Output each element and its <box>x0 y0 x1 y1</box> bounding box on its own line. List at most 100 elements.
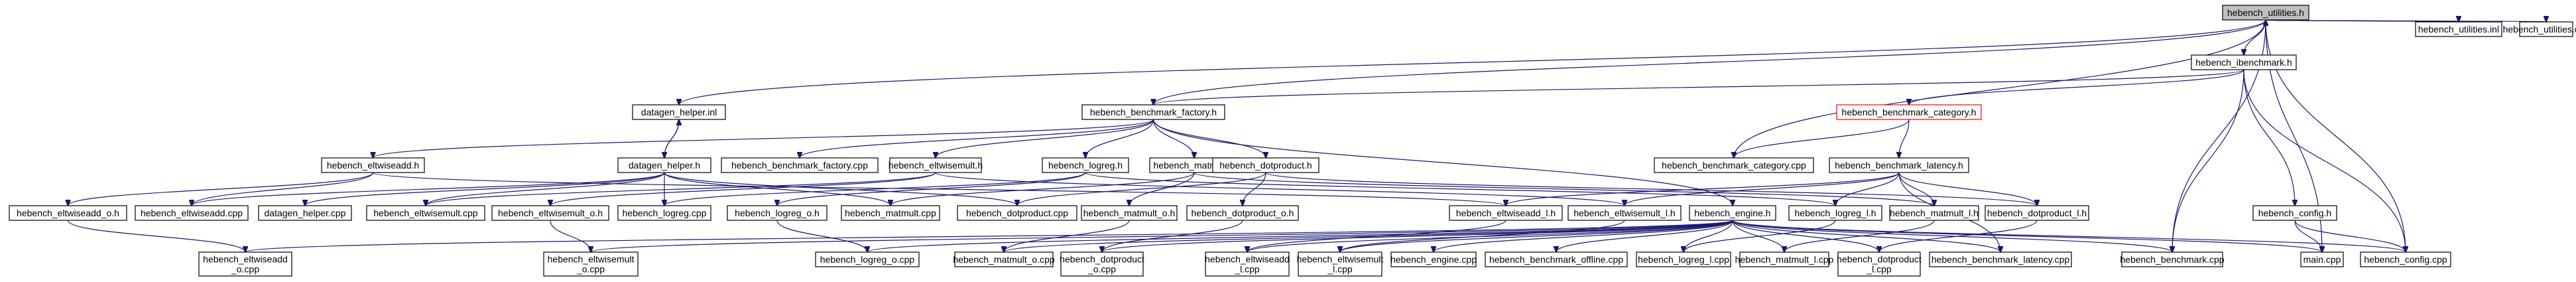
edge-latency_h-to-dotproduct_l_h <box>1898 172 2037 206</box>
node-datagen-cpp[interactable]: datagen_helper.cpp <box>258 205 352 221</box>
edge-eltwisemult_h-to-eltwisemult_cpp <box>426 172 936 206</box>
node-label: hebench_logreg_o.h <box>735 208 820 218</box>
node-label: hebench_dotproduct_o.h <box>1192 208 1294 218</box>
node-engine-cpp[interactable]: hebench_engine.cpp <box>1390 251 1477 267</box>
node-box <box>954 251 1054 267</box>
node-matmult-l-h[interactable]: hebench_matmult_l.h <box>1889 205 1979 221</box>
node-label: hebench_benchmark_category.cpp <box>1662 160 1806 171</box>
edge-factory_h-to-eltwiseadd_h <box>373 119 1154 158</box>
node-box <box>1212 157 1319 173</box>
node-eltwisemult-h[interactable]: hebench_eltwisemult.h <box>889 157 983 173</box>
node-box <box>135 205 249 221</box>
edge-factory_h-to-factory_cpp <box>800 119 1154 158</box>
node-label: hebench_utilities.cpp <box>2503 24 2576 35</box>
node-eltwiseadd-o-h[interactable]: hebench_eltwiseadd_o.h <box>9 205 127 221</box>
node-dotproduct-o-h[interactable]: hebench_dotproduct_o.h <box>1186 205 1299 221</box>
node-matmult-o-h[interactable]: hebench_matmult_o.h <box>1081 205 1178 221</box>
node-utilities-inl[interactable]: hebench_utilities.inl <box>2415 21 2502 37</box>
node-datagen-h[interactable]: datagen_helper.h <box>617 157 711 173</box>
node-eltwisemult-o-h[interactable]: hebench_eltwisemult_o.h <box>491 205 609 221</box>
node-label: hebench_benchmark_factory.cpp <box>731 160 868 171</box>
node-label: hebench_eltwisemult <box>1297 254 1384 265</box>
node-eltwisemult-l-h[interactable]: hebench_eltwisemult_l.h <box>1567 205 1682 221</box>
node-utilities-h[interactable]: hebench_utilities.h <box>2222 5 2309 21</box>
node-box <box>1205 251 1290 277</box>
node-label: hebench_dotproduct.h <box>1219 160 1312 171</box>
node-matmult-o-cpp[interactable]: hebench_matmult_o.cpp <box>953 251 1055 267</box>
node-utilities-cpp[interactable]: hebench_utilities.cpp <box>2503 21 2576 37</box>
node-ibenchmark-h[interactable]: hebench_ibenchmark.h <box>2191 54 2297 70</box>
node-eltwiseadd-o-cpp[interactable]: hebench_eltwiseadd_o.cpp <box>198 251 292 277</box>
edge-engine_h-to-eltwisemult_o_cpp <box>591 220 1733 252</box>
node-label: hebench_dotproduct <box>1837 254 1922 265</box>
edge-ibenchmark_h-to-category_h <box>1909 69 2244 105</box>
node-category-cpp[interactable]: hebench_benchmark_category.cpp <box>1654 157 1814 173</box>
node-dotproduct-o-cpp[interactable]: hebench_dotproduct_o.cpp <box>1060 251 1144 277</box>
node-box <box>258 205 352 221</box>
node-label: hebench_config.cpp <box>2364 254 2447 265</box>
edge-engine_h-to-eltwiseadd_o_cpp <box>245 220 1733 252</box>
node-eltwisemult-l-cpp[interactable]: hebench_eltwisemult_l.cpp <box>1297 251 1384 277</box>
node-matmult-l-cpp[interactable]: hebench_matmult_l.cpp <box>1735 251 1834 267</box>
node-label: hebench_eltwiseadd_o.h <box>17 208 119 218</box>
edge-datagen_h-to-datagen_inl <box>664 119 679 159</box>
node-box <box>889 157 982 173</box>
node-label: hebench_eltwisemult_l.h <box>1573 208 1675 218</box>
node-offline-cpp[interactable]: hebench_benchmark_offline.cpp <box>1485 251 1628 267</box>
node-eltwisemult-cpp[interactable]: hebench_eltwisemult.cpp <box>366 205 485 221</box>
edge-engine_h-to-config_cpp <box>1732 220 2406 252</box>
node-main-cpp[interactable]: main.cpp <box>2300 251 2344 267</box>
node-eltwiseadd-h[interactable]: hebench_eltwiseadd.h <box>321 157 425 173</box>
node-category-h[interactable]: hebench_benchmark_category.h <box>1836 104 1982 120</box>
node-logreg-l-h[interactable]: hebench_logreg_l.h <box>1788 205 1882 221</box>
edge-utilities_h-to-ibenchmark_h <box>2244 19 2266 55</box>
node-eltwiseadd-l-cpp[interactable]: hebench_eltwiseadd_l.cpp <box>1205 251 1290 277</box>
node-box <box>1042 157 1129 173</box>
edge-datagen_h-to-matmult_cpp <box>664 172 890 206</box>
node-dotproduct-l-cpp[interactable]: hebench_dotproduct_l.cpp <box>1837 251 1922 277</box>
node-dotproduct-l-h[interactable]: hebench_dotproduct_l.h <box>1985 205 2089 221</box>
edge-engine_h-to-dotproduct_l_cpp <box>1732 220 1879 252</box>
node-label: datagen_helper.h <box>629 160 700 171</box>
node-dotproduct-h[interactable]: hebench_dotproduct.h <box>1212 157 1319 173</box>
node-logreg-o-cpp[interactable]: hebench_logreg_o.cpp <box>815 251 920 267</box>
edge-engine_h-to-logreg_o_cpp <box>867 220 1733 252</box>
node-benchmark-cpp[interactable]: hebench_benchmark.cpp <box>2120 251 2225 267</box>
node-matmult-cpp[interactable]: hebench_matmult.cpp <box>841 205 940 221</box>
node-logreg-o-h[interactable]: hebench_logreg_o.h <box>727 205 828 221</box>
node-box <box>1081 104 1225 120</box>
node-box <box>1390 251 1477 267</box>
edge-datagen_h-to-dotproduct_cpp <box>664 172 1017 206</box>
node-eltwiseadd-cpp[interactable]: hebench_eltwiseadd.cpp <box>135 205 249 221</box>
node-label: hebench_eltwiseadd.h <box>327 160 419 171</box>
node-datagen-inl[interactable]: datagen_helper.inl <box>632 104 726 120</box>
node-label: hebench_benchmark_category.h <box>1842 107 1977 117</box>
node-logreg-l-cpp[interactable]: hebench_logreg_l.cpp <box>1636 251 1731 267</box>
node-config-cpp[interactable]: hebench_config.cpp <box>2360 251 2451 267</box>
edge-layer <box>68 20 2547 252</box>
node-eltwiseadd-l-h[interactable]: hebench_eltwiseadd_l.h <box>1449 205 1563 221</box>
edge-eltwiseadd_h-to-eltwiseadd_l_h <box>372 172 1506 206</box>
node-label: hebench_benchmark_latency.cpp <box>1932 254 2070 265</box>
node-box <box>957 205 1077 221</box>
node-engine-h[interactable]: hebench_engine.h <box>1689 205 1776 221</box>
edge-engine_h-to-eltwiseadd_l_cpp <box>1247 220 1733 252</box>
node-latency-cpp[interactable]: hebench_benchmark_latency.cpp <box>1929 251 2072 267</box>
edge-engine_h-to-latency_cpp <box>1732 220 2000 252</box>
node-logreg-cpp[interactable]: hebench_logreg.cpp <box>617 205 711 221</box>
node-box <box>2300 251 2344 267</box>
node-box <box>1485 251 1628 267</box>
node-label: hebench_eltwiseadd_l.h <box>1456 208 1556 218</box>
node-logreg-h[interactable]: hebench_logreg.h <box>1042 157 1129 173</box>
node-factory-h[interactable]: hebench_benchmark_factory.h <box>1081 104 1225 120</box>
node-box <box>617 205 711 221</box>
node-dotproduct-cpp[interactable]: hebench_dotproduct.cpp <box>957 205 1077 221</box>
node-latency-h[interactable]: hebench_benchmark_latency.h <box>1829 157 1969 173</box>
edge-latency_h-to-matmult_l_h <box>1898 172 1934 206</box>
node-box <box>1929 251 2072 267</box>
node-eltwisemult-o-cpp[interactable]: hebench_eltwisemult_o.cpp <box>543 251 639 277</box>
node-box <box>2360 251 2451 267</box>
node-factory-cpp[interactable]: hebench_benchmark_factory.cpp <box>721 157 879 173</box>
edge-matmult_l_h-to-matmult_l_cpp <box>1784 220 1935 252</box>
node-config-h[interactable]: hebench_config.h <box>2252 205 2337 221</box>
